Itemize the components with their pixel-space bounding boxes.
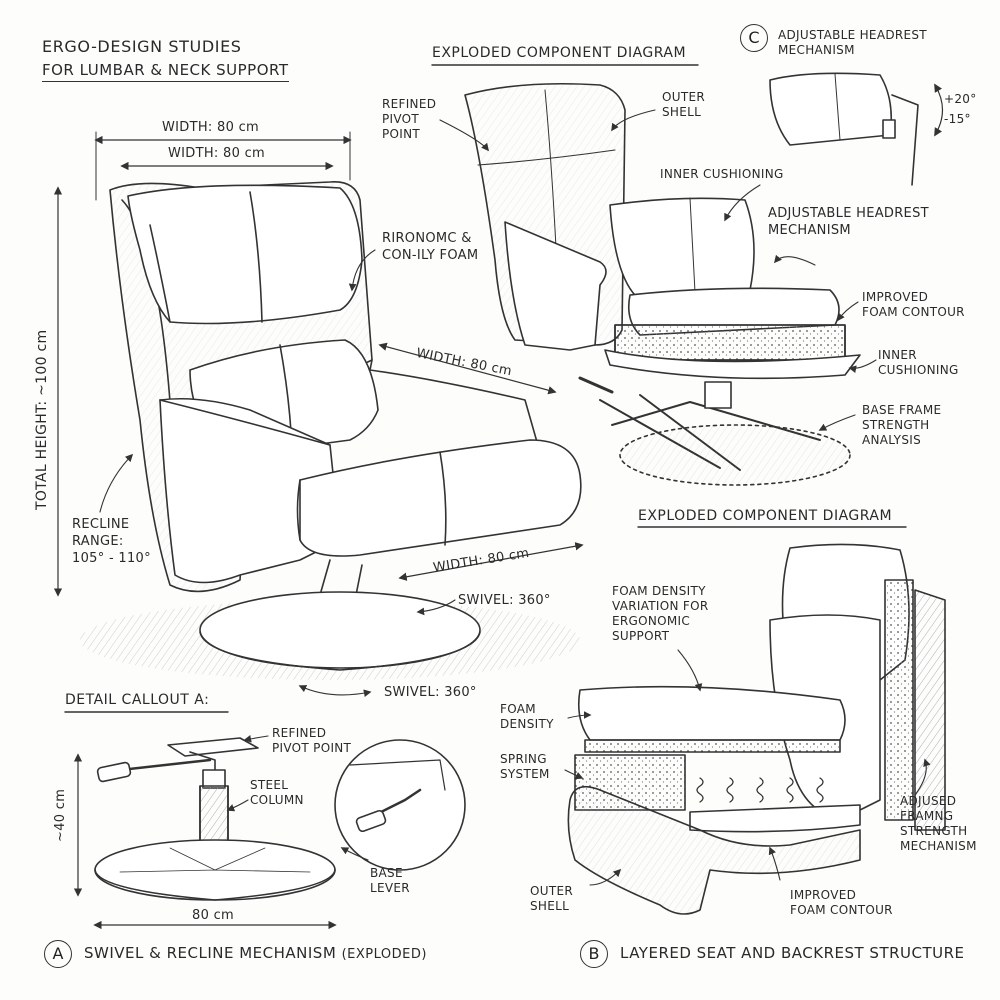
improved-foam-top: IMPROVED FOAM CONTOUR xyxy=(862,290,965,319)
callout-c-drawing xyxy=(769,72,944,186)
adjustable-headrest-top: ADJUSTABLE HEADREST MECHANISM xyxy=(768,206,929,238)
callout-c-marker: C xyxy=(740,24,768,52)
detail-a-height: ~40 cm xyxy=(53,788,68,842)
exploded-top-drawing xyxy=(431,64,877,486)
swivel-label-1: SWIVEL: 360° xyxy=(458,593,551,608)
callout-c-title: ADJUSTABLE HEADREST MECHANISM xyxy=(778,28,927,57)
title-line-2: FOR LUMBAR & NECK SUPPORT xyxy=(42,60,289,82)
adjused-framing-label: ADJUSED FRAMNG STRENGTH MECHANISM xyxy=(900,794,977,853)
angle-up: +20° xyxy=(944,92,977,106)
outer-shell-b: OUTER SHELL xyxy=(530,884,573,913)
spring-system-label: SPRING SYSTEM xyxy=(500,752,550,781)
total-height-label: TOTAL HEIGHT: ~100 cm xyxy=(34,329,50,510)
base-frame-label: BASE FRAME STRENGTH ANALYSIS xyxy=(862,403,942,447)
detail-a-width: 80 cm xyxy=(192,908,234,923)
inner-cushioning-top-2: INNER CUSHIONING xyxy=(878,348,959,377)
swivel-label-2: SWIVEL: 360° xyxy=(384,685,477,700)
inner-cushioning-top: INNER CUSHIONING xyxy=(660,167,784,181)
detail-a-drawing xyxy=(64,711,466,930)
detail-a-caption-paren: (EXPLODED) xyxy=(341,947,427,962)
detail-b-drawing xyxy=(564,526,946,915)
width-top-outer: WIDTH: 80 cm xyxy=(162,120,260,135)
detail-b-heading: EXPLODED COMPONENT DIAGRAM xyxy=(638,508,893,524)
exploded-top-heading: EXPLODED COMPONENT DIAGRAM xyxy=(432,45,687,61)
foam-note: RIRONOMC & CON-ILY FOAM xyxy=(382,231,479,263)
detail-a-refined-pivot: REFINED PIVOT POINT xyxy=(272,726,352,755)
detail-b-marker: B xyxy=(580,940,608,968)
detail-a-caption: SWIVEL & RECLINE MECHANISM (EXPLODED) xyxy=(84,943,427,965)
detail-a-marker: A xyxy=(44,940,72,968)
outer-shell-top: OUTER SHELL xyxy=(662,90,705,119)
main-chair-drawing xyxy=(53,131,584,697)
detail-a-caption-main: SWIVEL & RECLINE MECHANISM xyxy=(84,944,337,962)
title-line-1: ERGO-DESIGN STUDIES xyxy=(42,37,242,56)
angle-down: -15° xyxy=(944,112,971,126)
refined-pivot-top: REFINED PIVOT POINT xyxy=(382,97,437,141)
steel-column-label: STEEL COLUMN xyxy=(250,778,304,807)
base-lever-label: BASE LEVER xyxy=(370,866,410,895)
detail-b-caption: LAYERED SEAT AND BACKREST STRUCTURE xyxy=(620,944,965,962)
improved-foam-b: IMPROVED FOAM CONTOUR xyxy=(790,888,893,917)
detail-a-heading: DETAIL CALLOUT A: xyxy=(65,692,210,708)
foam-density-label: FOAM DENSITY xyxy=(500,702,554,731)
foam-variation-label: FOAM DENSITY VARIATION FOR ERGONOMIC SUP… xyxy=(612,584,709,643)
width-top-inner: WIDTH: 80 cm xyxy=(168,146,266,161)
recline-range: RECLINE RANGE: 105° - 110° xyxy=(72,517,151,566)
